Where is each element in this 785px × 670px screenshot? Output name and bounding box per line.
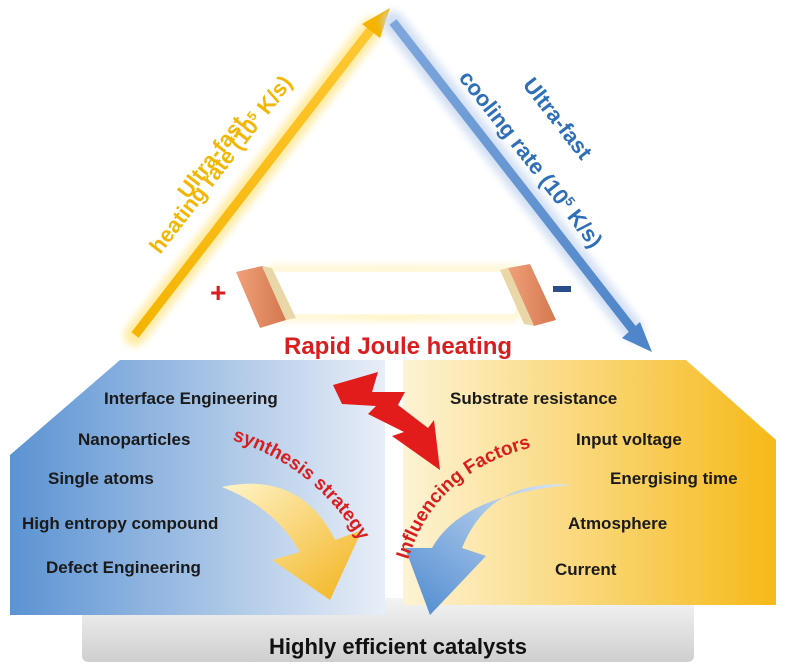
device-label: Rapid Joule heating <box>284 333 512 360</box>
left-item-interface-engineering: Interface Engineering <box>104 389 278 408</box>
right-panel <box>403 360 776 605</box>
left-panel <box>10 360 385 615</box>
right-curved-arrow <box>405 484 572 615</box>
left-item-high-entropy-compound: High entropy compound <box>22 514 218 533</box>
minus-sign <box>553 286 571 292</box>
bottom-label: Highly efficient catalysts <box>269 634 527 659</box>
cooling-arrow <box>382 11 652 352</box>
left-item-defect-engineering: Defect Engineering <box>46 558 201 577</box>
right-item-energising-time: Energising time <box>610 469 738 488</box>
joule-heating-device <box>236 264 556 328</box>
right-electrode <box>508 264 556 326</box>
heating-arrow <box>124 8 390 346</box>
left-electrode <box>236 266 286 328</box>
right-item-substrate-resistance: Substrate resistance <box>450 389 617 408</box>
right-item-input-voltage: Input voltage <box>576 430 682 449</box>
left-item-nanoparticles: Nanoparticles <box>78 430 190 449</box>
lightning-bolt-icon <box>333 372 440 470</box>
left-curved-arrow <box>222 483 362 600</box>
plus-sign: + <box>210 277 226 308</box>
right-item-current: Current <box>555 560 617 579</box>
left-item-single-atoms: Single atoms <box>48 469 154 488</box>
right-item-atmosphere: Atmosphere <box>568 514 667 533</box>
